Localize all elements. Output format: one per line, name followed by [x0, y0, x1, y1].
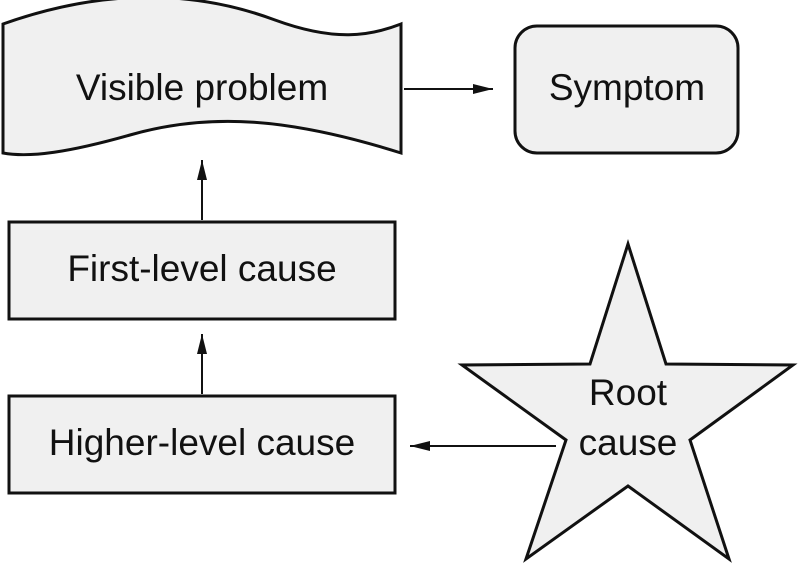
- higher-level-cause-node: Higher-level cause: [7, 394, 397, 495]
- root-cause-node: Root cause: [457, 239, 798, 563]
- visible-problem-label: Visible problem: [76, 67, 328, 108]
- symptom-shape: [513, 24, 740, 155]
- root-cause-label-line2: cause: [579, 422, 678, 463]
- visible-problem-shape: [1, 0, 403, 157]
- higher-level-cause-shape: [7, 394, 397, 495]
- higher-level-cause-label: Higher-level cause: [49, 422, 355, 463]
- first-level-cause-node: First-level cause: [7, 220, 397, 321]
- symptom-node: Symptom: [513, 24, 740, 155]
- root-cause-star-shape: [457, 239, 798, 563]
- symptom-label: Symptom: [549, 67, 705, 108]
- first-level-cause-label: First-level cause: [67, 248, 336, 289]
- root-cause-label-line1: Root: [589, 372, 668, 413]
- first-level-cause-shape: [7, 220, 397, 321]
- visible-problem-node: Visible problem: [1, 0, 403, 157]
